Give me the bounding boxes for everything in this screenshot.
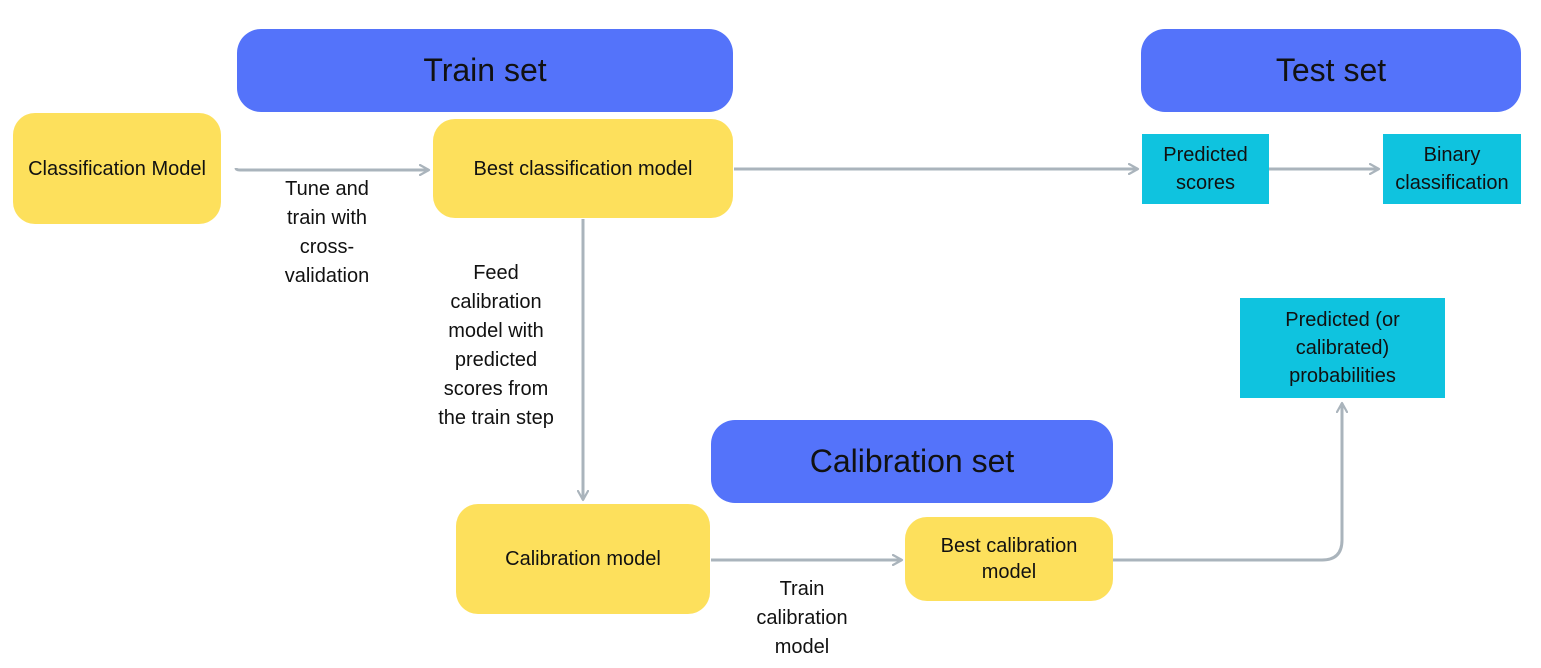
arrow-classification-to-best — [234, 168, 429, 170]
calibration-set-header: Calibration set — [711, 420, 1113, 503]
tune-train-label: Tune and train with cross-validation — [284, 178, 370, 287]
predicted-probabilities-node: Predicted (or calibrated) probabilities — [1240, 298, 1445, 398]
binary-classification-node: Binary classification — [1383, 134, 1521, 204]
classification-model-node: Classification Model — [13, 113, 221, 224]
arrow-best-calibration-to-probabilities — [1113, 403, 1342, 562]
train-set-header: Train set — [237, 29, 733, 112]
best-calibration-model-node: Best calibration model — [905, 517, 1113, 601]
test-set-header: Test set — [1141, 29, 1521, 112]
feed-calibration-label: Feed calibration model with predicted sc… — [438, 262, 554, 429]
predicted-scores-node: Predicted scores — [1142, 134, 1269, 204]
train-calibration-label: Train calibration model — [756, 578, 848, 658]
calibration-model-node: Calibration model — [456, 504, 710, 614]
best-classification-model-node: Best classification model — [433, 119, 733, 218]
